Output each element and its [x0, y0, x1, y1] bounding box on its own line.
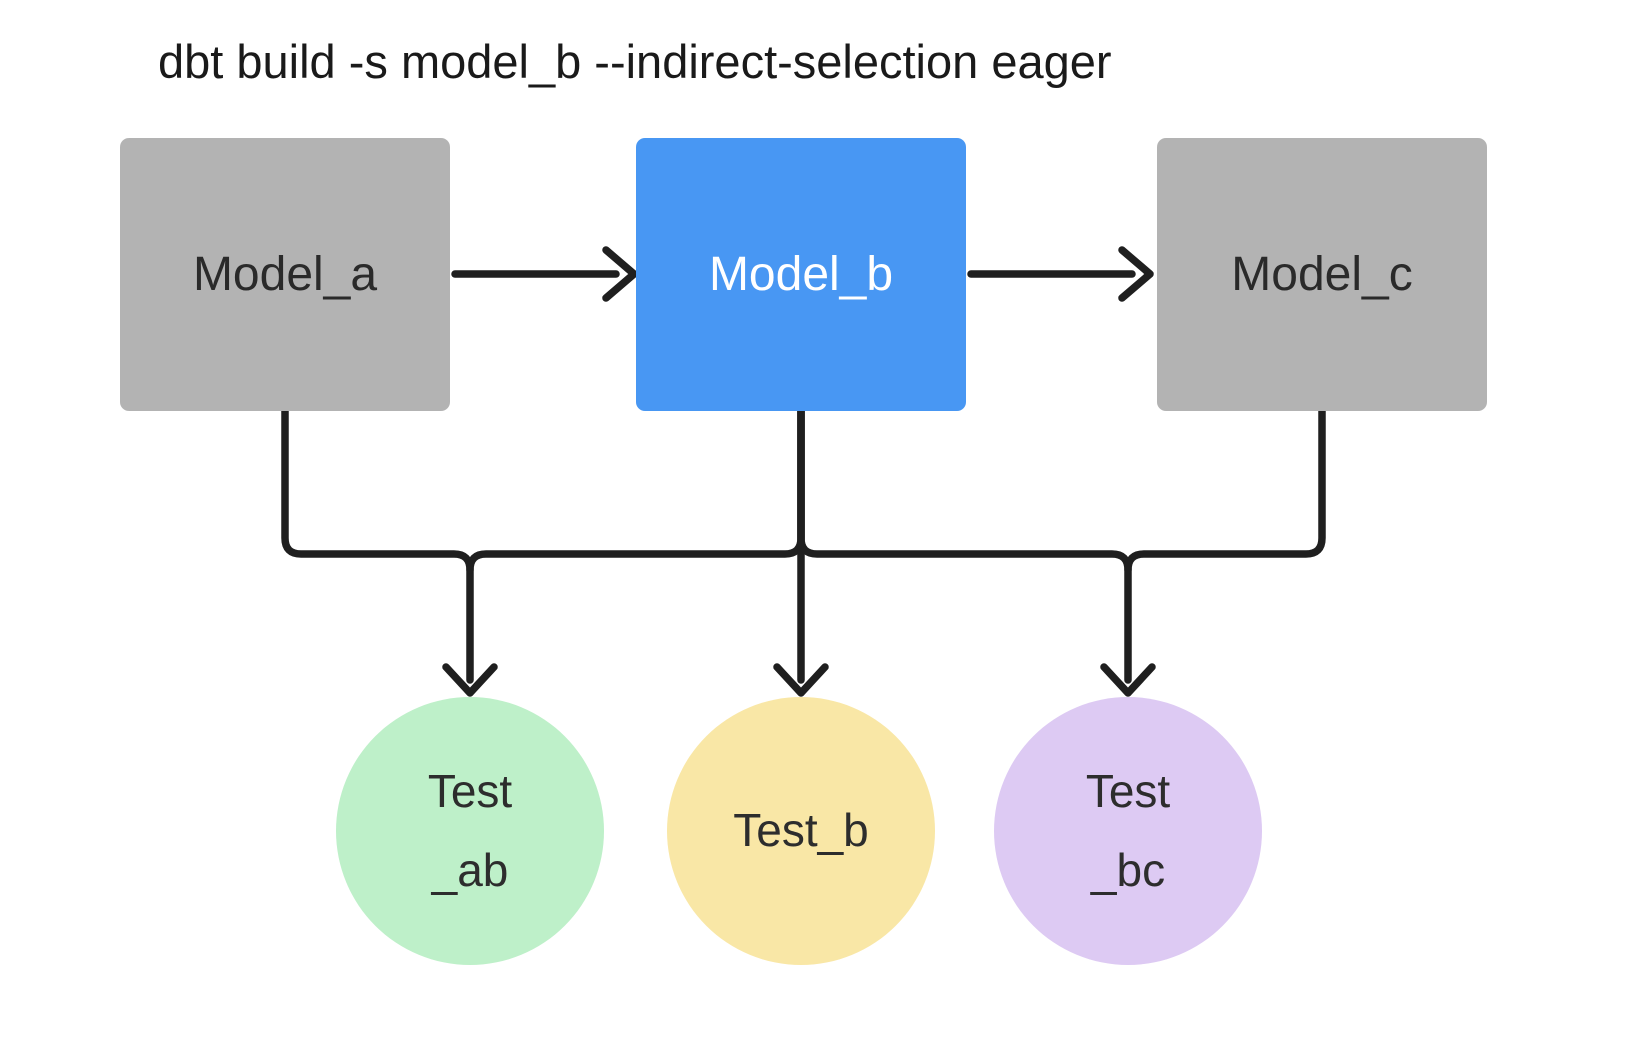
- node-model-b-label: Model_b: [708, 248, 894, 301]
- arrowhead-test-bc-icon: [1100, 663, 1156, 697]
- node-model-c: Model_c: [1157, 138, 1487, 411]
- node-model-c-label: Model_c: [1231, 248, 1413, 301]
- node-test-ab: Test _ab: [336, 697, 604, 965]
- node-test-b: Test_b: [667, 697, 935, 965]
- edge-model-a-to-test-ab: [281, 407, 474, 684]
- command-title: dbt build -s model_b --indirect-selectio…: [158, 35, 1112, 88]
- arrowhead-test-ab-icon: [442, 663, 498, 697]
- arrowhead-model-b-icon: [602, 246, 638, 302]
- edge-model-b-to-test-bc: [797, 407, 1132, 574]
- node-model-a: Model_a: [120, 138, 450, 411]
- node-test-ab-label: Test _ab: [427, 764, 513, 896]
- edge-model-c-to-test-bc: [1124, 407, 1326, 684]
- node-model-a-label: Model_a: [192, 248, 378, 301]
- node-test-b-label: Test_b: [733, 804, 869, 857]
- node-test-bc-label: Test _bc: [1085, 764, 1171, 896]
- node-model-b: Model_b: [636, 138, 966, 411]
- node-test-bc: Test _bc: [994, 697, 1262, 965]
- arrowhead-test-b-icon: [773, 663, 829, 697]
- edge-model-b-to-test-ab: [466, 407, 805, 574]
- arrowhead-model-c-icon: [1118, 246, 1154, 302]
